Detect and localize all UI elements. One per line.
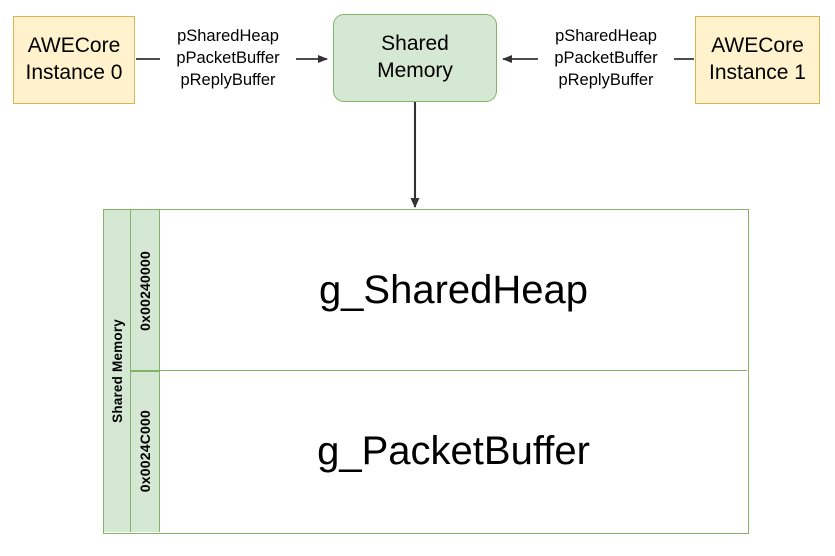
memory-map-group-column: Shared Memory [104, 210, 131, 532]
shared-memory-label: Shared Memory [377, 31, 453, 85]
edge-right-pointer-1: pPacketBuffer [554, 48, 658, 67]
memory-map-address-1: 0x0024C000 [137, 410, 153, 493]
memory-map-region-cell-0[interactable]: g_SharedHeap [160, 210, 747, 370]
instance-1-line2: Instance 1 [709, 61, 806, 84]
instance-0-line2: Instance 0 [25, 61, 123, 84]
shared-memory-line1: Shared [381, 32, 449, 56]
memory-map-group-label: Shared Memory [109, 319, 125, 423]
edge-left-pointer-0: pSharedHeap [177, 27, 279, 45]
memory-map-address-0: 0x00240000 [137, 250, 153, 331]
memory-map-region-name-0: g_SharedHeap [318, 267, 589, 312]
instance-0-label: AWECore Instance 0 [26, 33, 123, 87]
memory-map-table: Shared Memory 0x00240000 0x0024C000 g_Sh… [103, 209, 749, 534]
node-awecore-instance-0[interactable]: AWECore Instance 0 [13, 16, 135, 104]
memory-map-row-divider [160, 370, 747, 372]
memory-map-address-cell-0: 0x00240000 [131, 210, 160, 371]
memory-map-address-cell-1: 0x0024C000 [131, 371, 160, 532]
shared-memory-line2: Memory [377, 59, 453, 82]
instance-0-line1: AWECore [27, 34, 121, 58]
edge-right-pointer-2: pReplyBuffer [558, 70, 654, 89]
instance-1-label: AWECore Instance 1 [709, 33, 806, 87]
memory-map-region-name-1: g_PacketBuffer [317, 429, 590, 473]
instance-1-line1: AWECore [711, 34, 804, 58]
edge-label-right: pSharedHeap pPacketBuffer pReplyBuffer [538, 26, 674, 92]
edge-label-left: pSharedHeap pPacketBuffer pReplyBuffer [160, 26, 296, 92]
memory-map-address-divider [131, 370, 160, 372]
edge-left-pointer-2: pReplyBuffer [180, 70, 276, 89]
edge-left-pointer-1: pPacketBuffer [176, 48, 280, 67]
node-shared-memory[interactable]: Shared Memory [333, 14, 497, 102]
memory-map-region-cell-1[interactable]: g_PacketBuffer [160, 371, 747, 532]
edge-right-pointer-0: pSharedHeap [555, 27, 657, 45]
node-awecore-instance-1[interactable]: AWECore Instance 1 [695, 16, 820, 104]
